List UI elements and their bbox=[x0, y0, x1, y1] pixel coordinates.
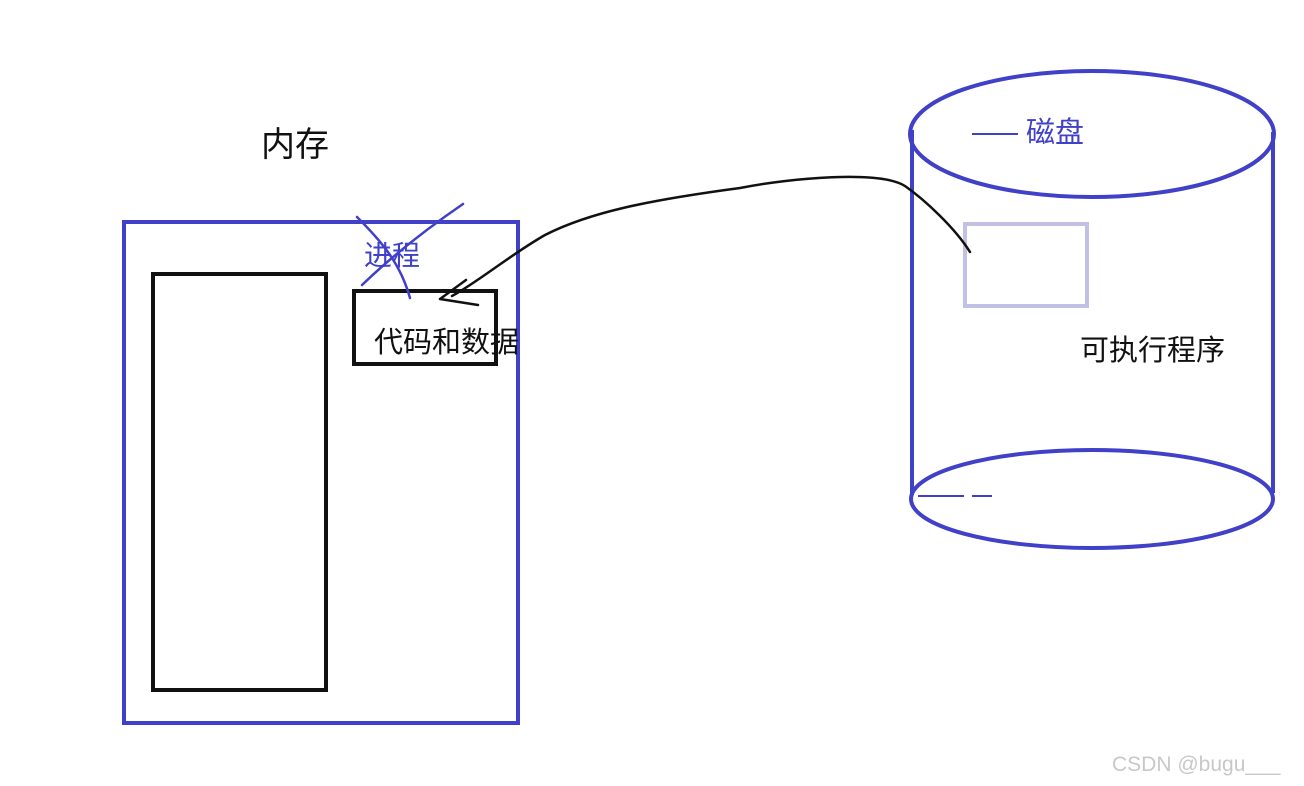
disk-top-ellipse bbox=[908, 69, 1276, 199]
disk-cylinder bbox=[908, 69, 1276, 550]
executable-box bbox=[963, 222, 1089, 308]
process-label: 进程 bbox=[364, 239, 421, 272]
process-strike-2 bbox=[360, 202, 465, 287]
load-arrow-curve bbox=[450, 175, 972, 298]
memory-inner-block bbox=[151, 272, 328, 692]
code-data-box bbox=[352, 289, 498, 366]
memory-box bbox=[122, 220, 520, 725]
process-strike-1 bbox=[355, 215, 412, 300]
memory-title: 内存 bbox=[261, 125, 329, 165]
disk-label: 磁盘 bbox=[1026, 115, 1085, 149]
watermark: CSDN @bugu___ bbox=[1112, 753, 1281, 776]
code-data-label: 代码和数据 bbox=[374, 325, 520, 359]
disk-bottom-ellipse bbox=[909, 448, 1275, 550]
load-arrow-head bbox=[438, 278, 480, 307]
executable-label: 可执行程序 bbox=[1080, 333, 1226, 367]
